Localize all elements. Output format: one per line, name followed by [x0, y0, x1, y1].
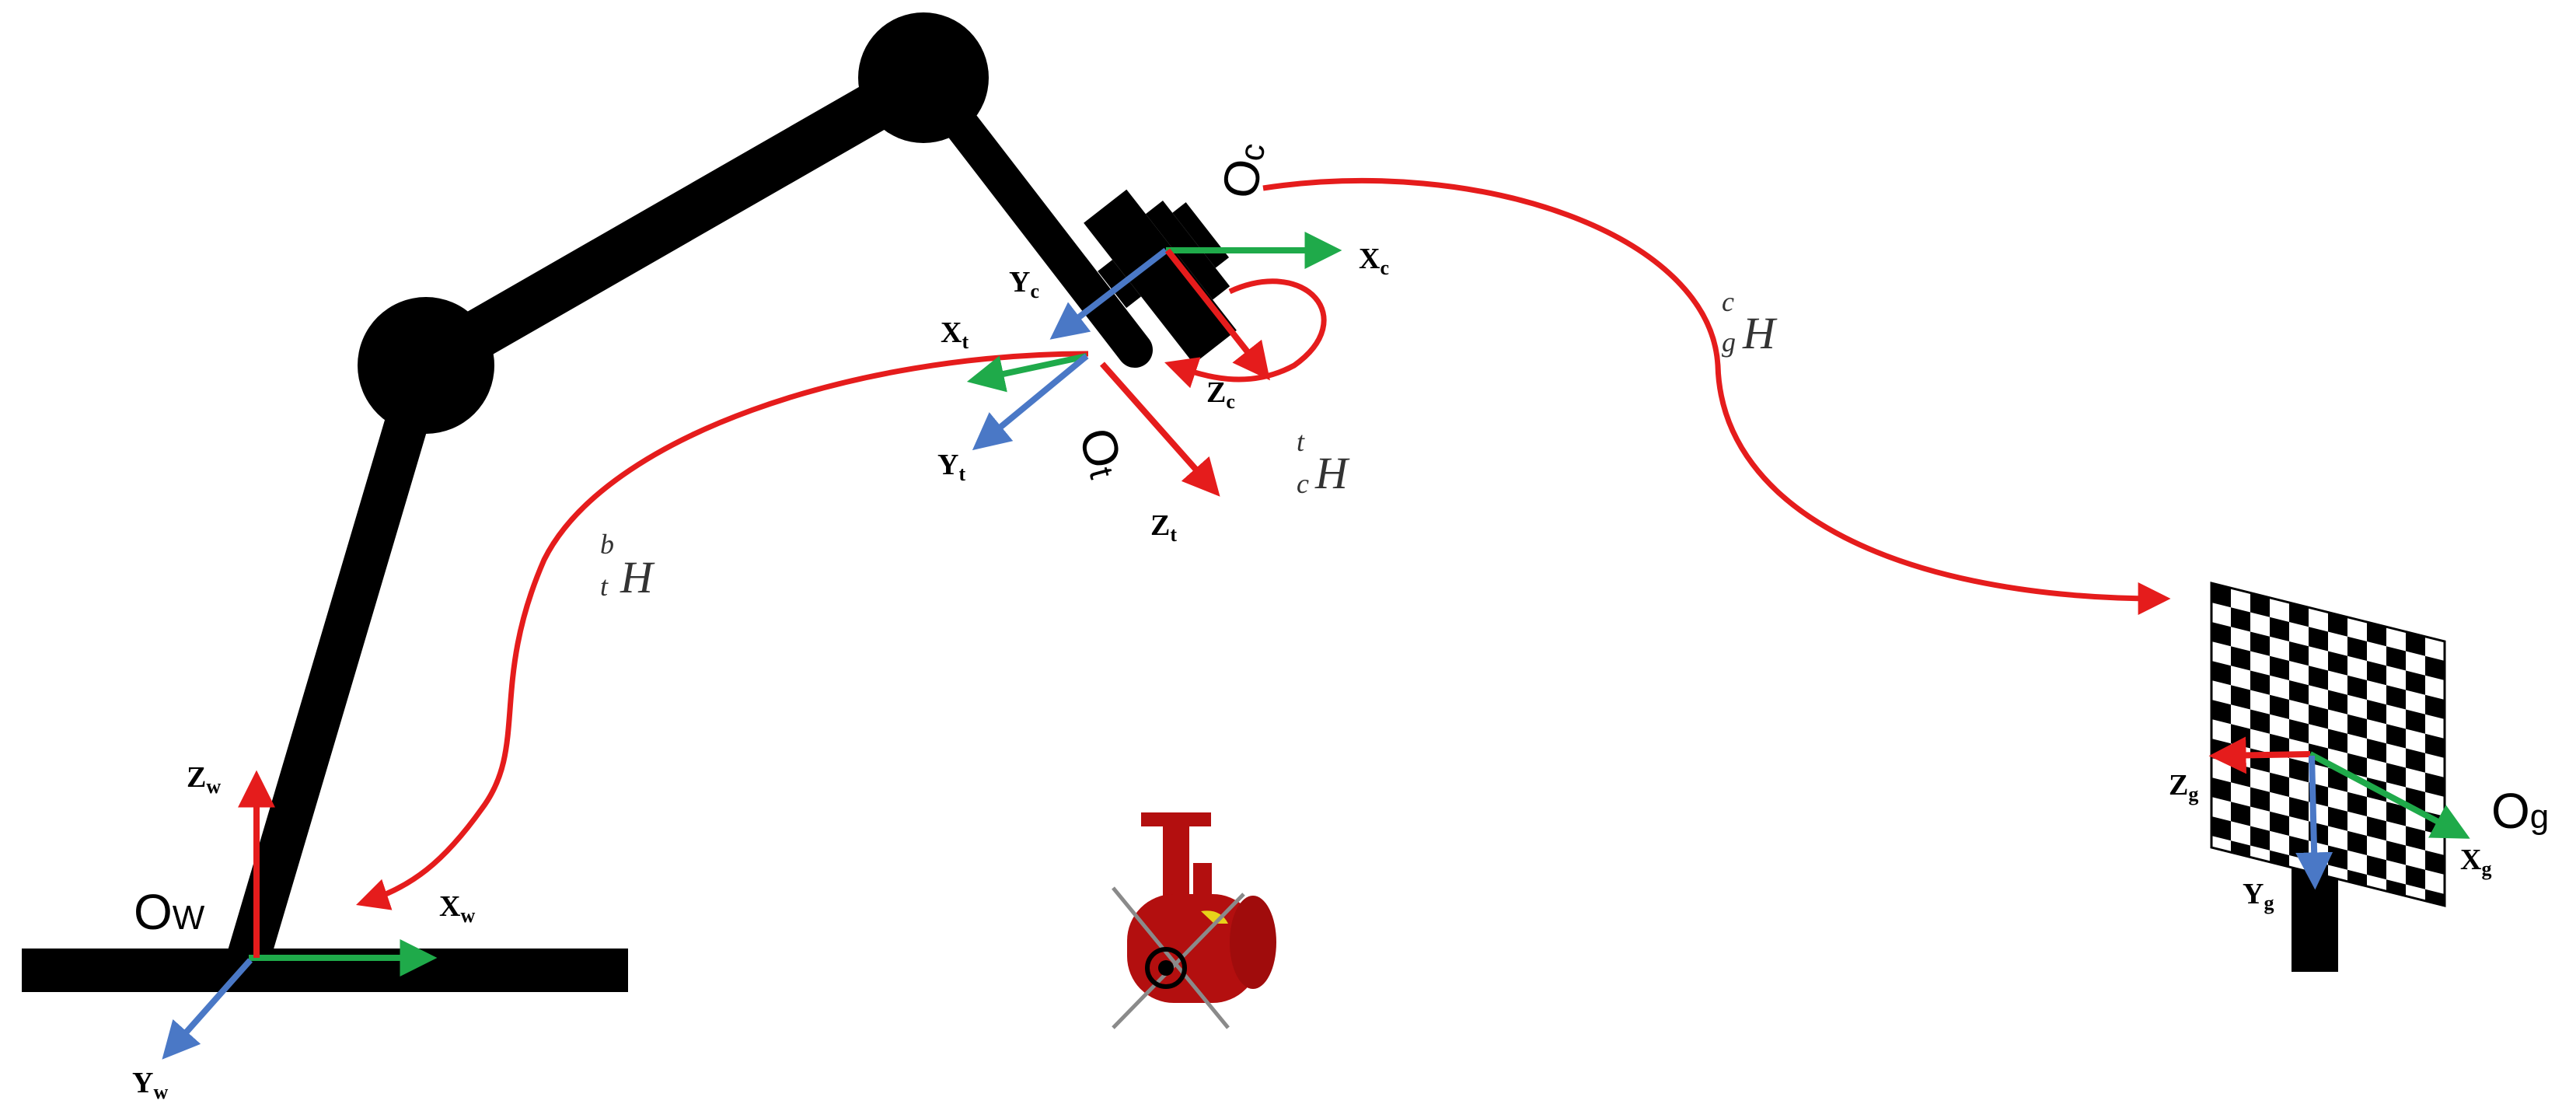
grid-frame-axes: [2208, 736, 2470, 890]
transform-label-camera-grid: c g H: [1722, 286, 1778, 358]
camera-origin-label: Oc: [1211, 138, 1276, 202]
world-frame-axes: [162, 770, 438, 1060]
robot-link-1: [227, 344, 445, 978]
grid-z-axis: [2208, 736, 2311, 774]
pump-object: [1112, 812, 1276, 1029]
tool-z-axis: [1100, 362, 1220, 497]
transform-tool-camera-sub: c: [1297, 468, 1309, 499]
tool-z-label: Zt: [1150, 509, 1177, 546]
transform-arrow-camera-grid: [1262, 177, 2171, 615]
transform-arrow-base-tool: [356, 351, 1089, 910]
robot-joint-wrist: [858, 12, 989, 143]
camera-y-axis: [1049, 247, 1168, 340]
world-y-axis: [162, 958, 253, 1060]
robot-arm: [22, 12, 1237, 992]
transform-tool-camera-sup: t: [1297, 426, 1305, 457]
grid-x-axis: [2309, 751, 2470, 839]
transform-label-base-tool: b t H: [600, 529, 655, 603]
world-y-label: Yw: [132, 1067, 168, 1103]
tool-x-label: Xt: [941, 316, 969, 353]
tool-origin-label: Ot: [1068, 422, 1135, 484]
grid-y-label: Yg: [2243, 878, 2274, 914]
checkerboard: [2210, 582, 2446, 907]
calibration-target: [2210, 582, 2446, 972]
world-origin-label: OW: [134, 884, 205, 940]
transform-arrow-tool-camera: [1164, 278, 1327, 389]
grid-origin-label: Og: [2491, 783, 2549, 839]
pump-cross-line-1: [1112, 886, 1230, 1029]
transform-base-tool-sub: t: [600, 571, 609, 602]
world-z-label: Zw: [187, 761, 221, 798]
camera-y-label: Yc: [1009, 266, 1039, 302]
robot-link-2: [399, 53, 950, 390]
camera-frame-axes: [1049, 232, 1342, 381]
transform-camera-grid-sup: c: [1722, 286, 1734, 317]
pump-cross-line-2: [1112, 893, 1245, 1029]
grid-x-label: Xg: [2460, 844, 2491, 880]
tool-y-label: Yt: [937, 449, 965, 485]
robot-joint-elbow: [358, 297, 494, 434]
tool-y-axis: [972, 353, 1089, 451]
transform-tool-camera-symbol: H: [1314, 448, 1350, 498]
world-x-label: Xw: [439, 890, 475, 927]
transform-label-tool-camera: t c H: [1297, 426, 1350, 499]
transform-camera-grid-symbol: H: [1742, 308, 1778, 358]
camera-z-axis: [1164, 248, 1270, 381]
transform-camera-grid-sub: g: [1722, 327, 1736, 358]
tool-frame-axes: [966, 353, 1220, 497]
tool-x-axis: [966, 353, 1087, 393]
camera-x-label: Xc: [1359, 243, 1389, 279]
camera-z-label: Zc: [1206, 376, 1235, 413]
grid-y-axis: [2295, 755, 2333, 890]
transform-base-tool-symbol: H: [620, 552, 655, 603]
grid-z-label: Zg: [2169, 769, 2198, 805]
transform-base-tool-sup: b: [600, 529, 614, 560]
